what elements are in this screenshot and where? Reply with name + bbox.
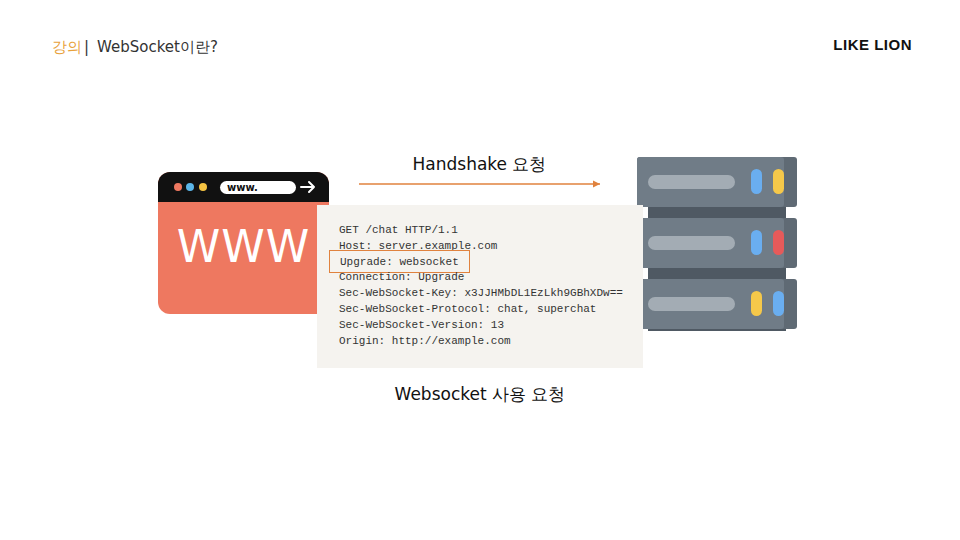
code-line: Sec-WebSocket-Protocol: chat, superchat <box>339 301 596 317</box>
code-line: Upgrade: websocket <box>340 254 459 270</box>
url-bar: www. <box>220 181 296 194</box>
code-line: GET /chat HTTP/1.1 <box>339 222 458 238</box>
caption: Websocket 사용 요청 <box>0 383 960 405</box>
code-line: Sec-WebSocket-Key: x3JJHMbDL1EzLkh9GBhXD… <box>339 285 623 301</box>
code-line: Sec-WebSocket-Version: 13 <box>339 317 504 333</box>
server-icon <box>637 157 797 331</box>
page-title: WebSocket이란? <box>97 38 218 56</box>
handshake-arrow <box>359 183 600 185</box>
browser-text: WWW <box>158 222 329 272</box>
arrow-label: Handshake 요청 <box>359 153 600 175</box>
code-line: Origin: http://example.com <box>339 333 511 349</box>
code-block: GET /chat HTTP/1.1Host: server.example.c… <box>317 205 643 368</box>
highlight-box: Upgrade: websocket <box>329 250 470 273</box>
code-line: Connection: Upgrade <box>339 269 464 285</box>
separator: | <box>84 38 89 56</box>
code-line: Host: server.example.com <box>339 238 497 254</box>
browser-window: WWW www. <box>158 172 329 314</box>
brand-logo: LIKE LION <box>833 36 912 54</box>
section-tag: 강의 <box>52 38 82 56</box>
url-text: www. <box>227 181 296 194</box>
